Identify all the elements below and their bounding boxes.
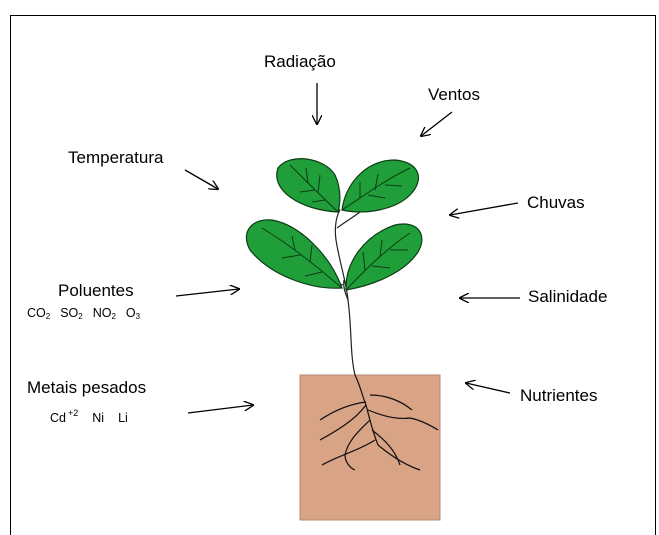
arrows (176, 83, 520, 413)
leaf-top-left (277, 159, 340, 212)
leaf-mid-right (346, 224, 422, 290)
arrow-chuvas (450, 203, 518, 215)
arrow-nutrientes (466, 383, 510, 393)
pollutant-formula: O3 (126, 306, 140, 321)
metal-symbol: Ni (92, 411, 104, 425)
pollutant-formula: NO2 (93, 306, 116, 321)
pollutant-formula: CO2 (27, 306, 50, 321)
pollutant-formula: SO2 (60, 306, 83, 321)
arrow-metais (188, 405, 253, 413)
arrow-poluentes (176, 289, 239, 296)
label-salinidade: Salinidade (528, 287, 607, 307)
label-poluentes: Poluentes (58, 281, 134, 301)
label-temperatura: Temperatura (68, 148, 163, 168)
plant-diagram (0, 0, 659, 521)
label-radiacao: Radiação (264, 52, 336, 72)
leaves (246, 159, 421, 290)
label-ventos: Ventos (428, 85, 480, 105)
arrow-temperatura (185, 170, 218, 189)
label-metais-pesados: Metais pesados (27, 378, 146, 398)
arrow-ventos (421, 112, 452, 136)
leaf-top-right (342, 160, 418, 212)
pollutant-list: CO2 SO2 NO2 O3 (27, 306, 150, 321)
leaf-mid-left (246, 220, 342, 288)
metal-symbol: Li (118, 411, 128, 425)
label-chuvas: Chuvas (527, 193, 585, 213)
label-nutrientes: Nutrientes (520, 386, 597, 406)
soil-block (300, 375, 440, 520)
metal-symbol: Cd+2 (50, 408, 78, 425)
metal-list: Cd+2 Ni Li (50, 408, 142, 425)
